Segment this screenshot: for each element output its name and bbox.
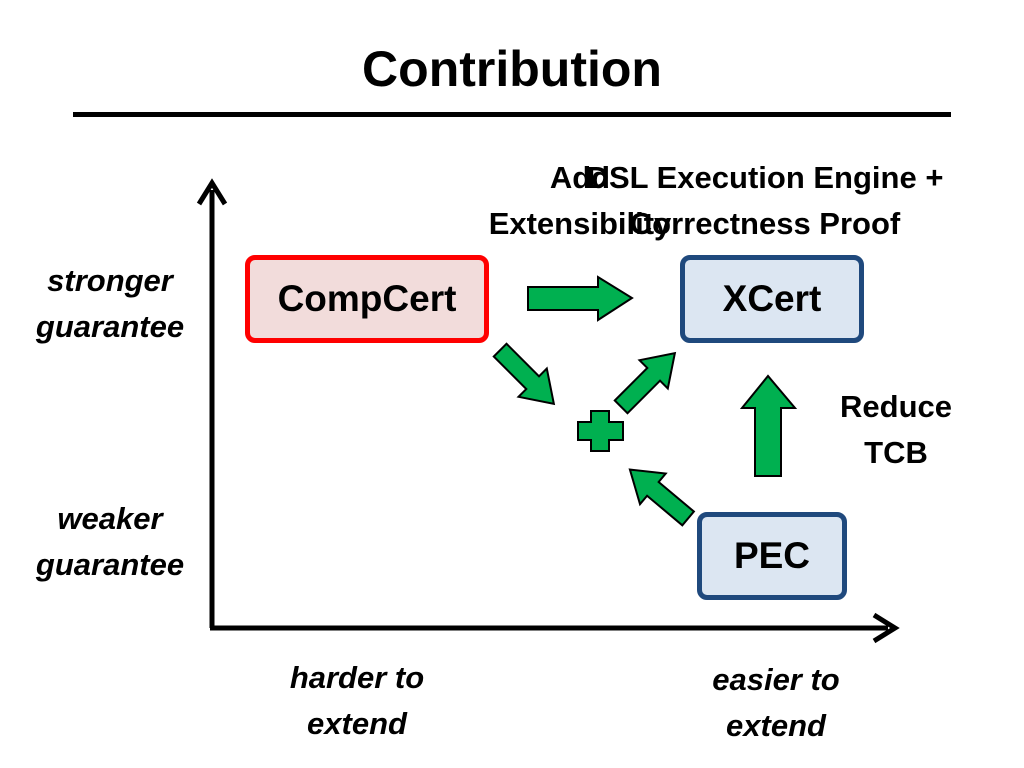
xcert-box: XCert — [680, 255, 864, 343]
title-underline — [73, 112, 951, 117]
compcert-box: CompCert — [245, 255, 489, 343]
reduce-tcb-label: Reduce TCB — [840, 389, 952, 470]
y-bottom-label: weaker guarantee — [35, 501, 185, 582]
arrow-plus-to-xcert — [613, 351, 677, 415]
plus-symbol — [577, 410, 624, 452]
arrow-pec-to-xcert — [739, 374, 798, 477]
y-top-label: stronger guarantee — [35, 263, 185, 344]
pec-box: PEC — [697, 512, 847, 600]
arrow-pec-to-plus — [628, 468, 696, 527]
x-right-label: easier to extend — [712, 662, 840, 743]
arrow-compcert-to-plus — [492, 342, 556, 406]
slide-title: Contribution — [362, 41, 662, 97]
arrow-compcert-to-xcert — [527, 275, 634, 322]
dsl-engine-label: DSL Execution Engine + Correctness Proof — [586, 160, 944, 241]
x-axis-arrowhead — [872, 612, 900, 644]
x-left-label: harder to extend — [289, 660, 425, 741]
add-extensibility-label: Add Extensibility — [488, 160, 672, 241]
y-axis-arrowhead — [196, 178, 228, 206]
